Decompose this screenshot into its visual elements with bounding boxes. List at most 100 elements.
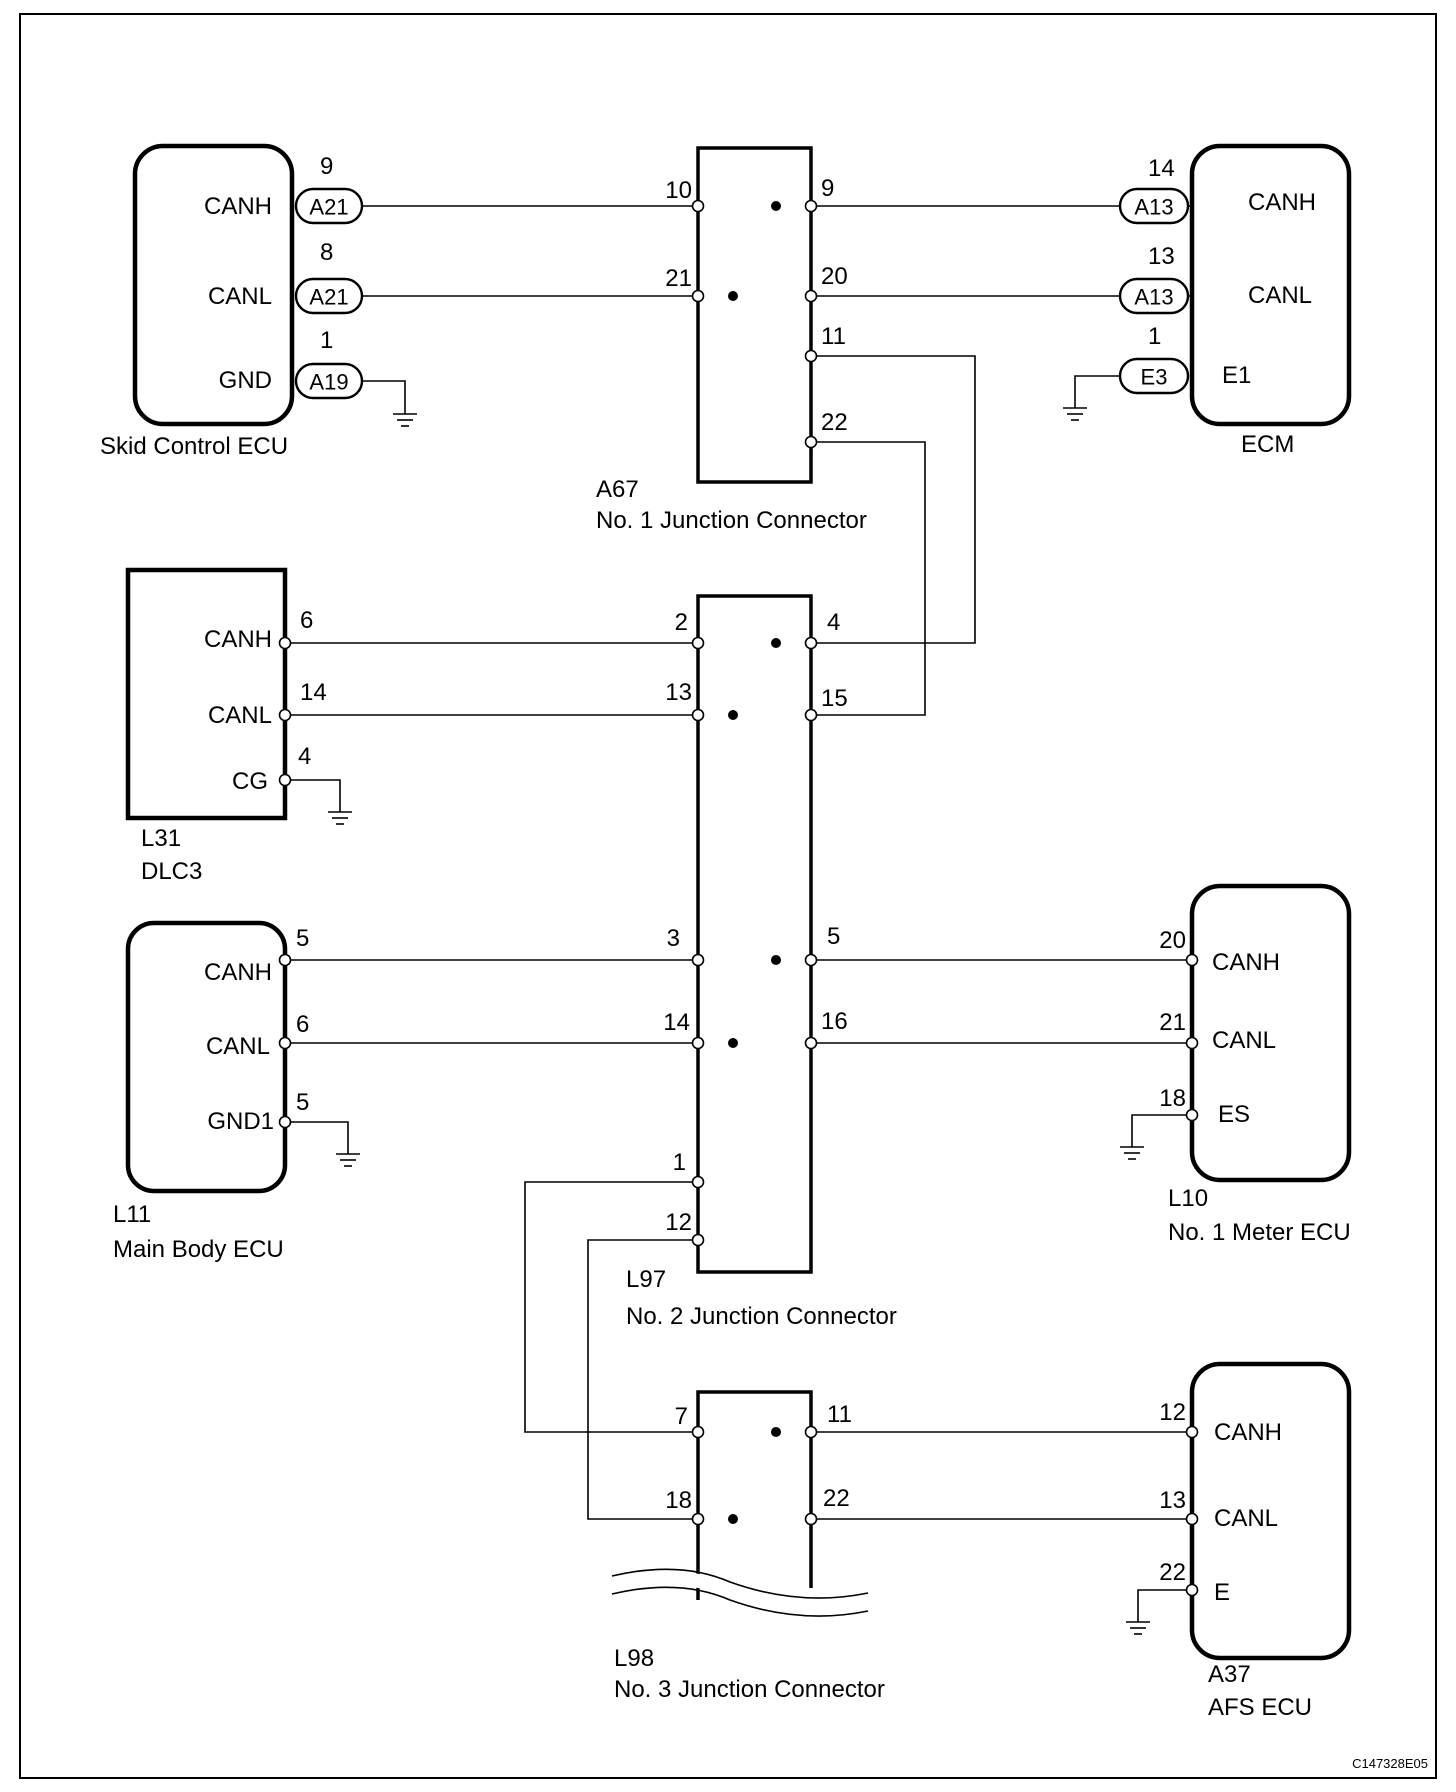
signal-label: CANH <box>1214 1419 1282 1446</box>
component-code: L97 <box>626 1266 666 1293</box>
pin-number: 13 <box>665 679 692 706</box>
pin-number: 12 <box>1159 1399 1186 1426</box>
ground-icon <box>1125 1609 1151 1635</box>
jc3-box <box>696 1390 813 1600</box>
pin-number: 21 <box>1159 1009 1186 1036</box>
jc2: 2 13 3 14 1 12 4 15 5 16 L97 No. 2 Junct… <box>626 609 897 1330</box>
signal-label: E1 <box>1222 362 1251 389</box>
component-name: No. 1 Junction Connector <box>596 507 867 534</box>
connector-badge <box>1118 357 1190 395</box>
component-code: L10 <box>1168 1185 1208 1212</box>
break-mask <box>610 1570 872 1613</box>
connector-label: A21 <box>309 285 348 310</box>
signal-label: CANL <box>208 702 272 729</box>
connector-badge <box>294 187 364 225</box>
pin-number: 9 <box>821 175 834 202</box>
connector-badge <box>1118 187 1190 225</box>
break-line <box>611 1586 869 1617</box>
pin-number: 4 <box>827 609 840 636</box>
splice-points <box>728 201 781 1524</box>
component-name: Main Body ECU <box>113 1236 284 1263</box>
main-body-ecu-box <box>125 920 288 1194</box>
pin-number: 18 <box>665 1487 692 1514</box>
signal-label: E <box>1214 1579 1230 1606</box>
pin-number: 11 <box>821 323 846 350</box>
connector-label: A19 <box>309 370 348 395</box>
connector-label: A13 <box>1134 285 1173 310</box>
pin-number: 13 <box>1159 1487 1186 1514</box>
pin-number: 5 <box>296 925 309 952</box>
break-line <box>611 1568 869 1599</box>
signal-label: CANL <box>1212 1027 1276 1054</box>
signal-label: CANH <box>204 626 272 653</box>
signal-label: CANH <box>204 959 272 986</box>
pin-number: 22 <box>1159 1559 1186 1586</box>
connector-label: A13 <box>1134 195 1173 220</box>
signal-label: GND1 <box>207 1108 274 1135</box>
pin-number: 1 <box>320 327 333 354</box>
pin-number: 20 <box>1159 927 1186 954</box>
connector-label: E3 <box>1141 365 1168 390</box>
meter-ecu: CANH CANL ES 20 21 18 L10 No. 1 Meter EC… <box>1159 927 1350 1246</box>
document-code: C147328E05 <box>1352 1756 1428 1771</box>
signal-label: CG <box>232 768 268 795</box>
jc1: 10 21 9 20 11 22 A67 No. 1 Junction Conn… <box>596 175 867 534</box>
pin-number: 20 <box>821 263 848 290</box>
connector-badge <box>1118 277 1190 315</box>
signal-label: CANH <box>1212 949 1280 976</box>
pin-number: 6 <box>296 1011 309 1038</box>
pin-number: 1 <box>673 1149 686 1176</box>
pin-number: 9 <box>320 153 333 180</box>
signal-label: CANL <box>206 1033 270 1060</box>
pin-number: 14 <box>663 1009 690 1036</box>
component-code: A37 <box>1208 1661 1251 1688</box>
pin-number: 2 <box>675 609 688 636</box>
afs-ecu-box <box>1189 1361 1352 1661</box>
pin-number: 3 <box>667 925 680 952</box>
component-name: AFS ECU <box>1208 1694 1312 1721</box>
skid-control-ecu-box <box>132 143 295 427</box>
ecm: CANH CANL E1 14 13 1 ECM <box>1148 155 1316 458</box>
connector-label: A21 <box>309 195 348 220</box>
pin-number: 21 <box>665 265 692 292</box>
component-name: DLC3 <box>141 858 202 885</box>
pin-terminals <box>278 199 1199 1597</box>
ground-icon <box>392 401 418 427</box>
component-name: No. 1 Meter ECU <box>1168 1219 1351 1246</box>
signal-label: CANL <box>1214 1505 1278 1532</box>
pin-number: 8 <box>320 239 333 266</box>
signal-label: ES <box>1218 1101 1250 1128</box>
signal-label: CANH <box>1248 189 1316 216</box>
pin-number: 18 <box>1159 1085 1186 1112</box>
pin-number: 13 <box>1148 243 1175 270</box>
pin-number: 16 <box>821 1008 848 1035</box>
pin-number: 22 <box>823 1485 850 1512</box>
component-code: L11 <box>113 1201 151 1228</box>
dlc3-box <box>125 567 288 821</box>
pin-number: 15 <box>821 685 848 712</box>
component-name: No. 3 Junction Connector <box>614 1676 885 1703</box>
ground-icon <box>327 799 353 825</box>
diagram-frame <box>19 13 1437 1779</box>
ground-icon <box>1119 1134 1145 1160</box>
pin-number: 6 <box>300 607 313 634</box>
signal-label: CANL <box>208 283 272 310</box>
pin-number: 7 <box>675 1403 688 1430</box>
pin-number: 12 <box>665 1209 692 1236</box>
pin-number: 22 <box>821 409 848 436</box>
component-code: L98 <box>614 1645 654 1672</box>
connector-badge <box>294 362 364 400</box>
skid-control-ecu: CANH CANL GND 9 8 1 Skid Control ECU <box>100 153 333 460</box>
ecm-connectors: A13 A13 E3 <box>1118 187 1190 395</box>
ecm-box <box>1189 143 1352 427</box>
pin-number: 1 <box>1148 323 1161 350</box>
component-name: Skid Control ECU <box>100 433 288 460</box>
pin-number: 14 <box>300 679 327 706</box>
jc1-box <box>696 146 813 484</box>
ground-icon <box>335 1141 361 1167</box>
ground-symbols <box>285 375 1192 1635</box>
component-code: L31 <box>141 825 181 852</box>
component-name: ECM <box>1241 431 1294 458</box>
pin-number: 5 <box>296 1089 309 1116</box>
